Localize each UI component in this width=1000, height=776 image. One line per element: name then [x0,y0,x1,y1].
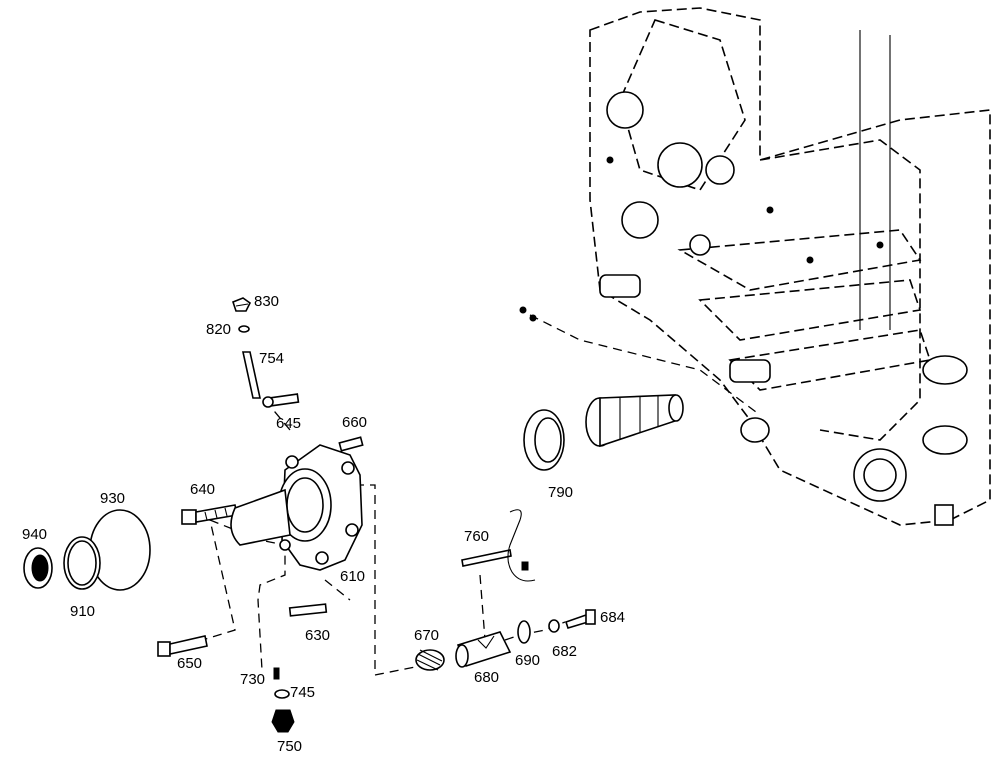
label-750: 750 [277,738,302,755]
label-760: 760 [464,528,489,545]
label-610: 610 [340,568,365,585]
label-670: 670 [414,627,439,644]
transmission-housing [589,7,991,526]
label-680: 680 [474,669,499,686]
part-650-bolt [157,635,208,657]
part-640-bolt [181,504,238,525]
part-745-washer [274,689,290,699]
label-682: 682 [552,643,577,660]
label-754: 754 [259,350,284,367]
part-830-nut [232,297,252,312]
label-745: 745 [290,684,315,701]
part-730-pin [273,667,280,680]
label-650: 650 [177,655,202,672]
label-690: 690 [515,652,540,669]
part-790-gear-shaft [523,394,684,471]
leader-lines [169,314,761,676]
label-940: 940 [22,526,47,543]
part-760-shift-fork [461,509,536,582]
part-660-pin [338,436,364,452]
label-684: 684 [600,609,625,626]
label-660: 660 [342,414,367,431]
part-682-washer [548,619,560,633]
part-910-snap-ring [63,536,101,590]
label-820: 820 [206,321,231,338]
part-610-pump-housing [230,444,363,571]
label-645: 645 [276,415,301,432]
part-690-ring [517,620,531,644]
label-790: 790 [548,484,573,501]
part-754-rod [242,351,261,399]
part-670-spring [415,649,445,671]
part-630-bolt [288,603,328,617]
part-680-valve-sleeve [455,631,512,668]
part-684-bolt [564,609,596,629]
part-750-plug [271,709,295,733]
label-640: 640 [190,481,215,498]
part-645-bolt [262,393,300,408]
part-labels: 830 820 754 645 660 640 930 940 910 610 … [22,293,625,755]
label-930: 930 [100,490,125,507]
label-730: 730 [240,671,265,688]
part-940-seal [23,547,53,589]
label-630: 630 [305,627,330,644]
part-820-washer [238,325,250,333]
part-small-plug [519,306,537,322]
label-830: 830 [254,293,279,310]
part-930-o-ring [89,509,151,591]
label-910: 910 [70,603,95,620]
